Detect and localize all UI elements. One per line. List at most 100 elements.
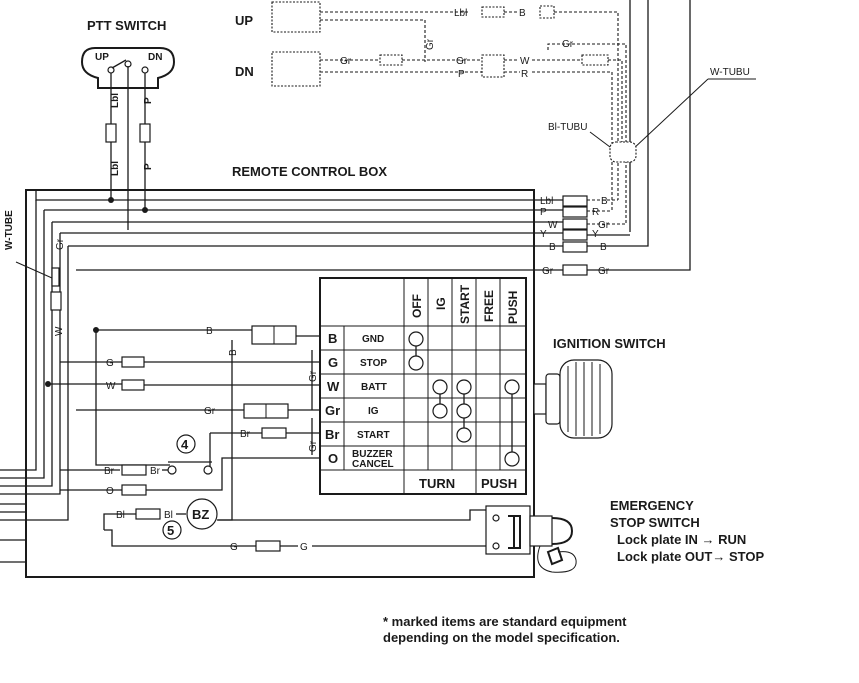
estop-clip xyxy=(546,546,564,566)
footnote-line-1: * marked items are standard equipment xyxy=(383,614,627,629)
rc-conn-4 xyxy=(562,241,588,253)
st-pos-ig: IG xyxy=(434,297,448,310)
right-connector-block: Lbl P W Y B Gr B R Gr Y B Gr xyxy=(540,195,630,277)
o-wire-b xyxy=(146,457,320,491)
rc-right-4: B xyxy=(600,242,607,253)
trim-up-gr-wire xyxy=(320,19,426,62)
trim-b-wire xyxy=(554,11,619,200)
rc-left-5: Gr xyxy=(542,266,554,277)
trim-dn-gr-label-a: Gr xyxy=(340,56,352,67)
ptt-lbl-label-lower: Lbl xyxy=(110,161,121,176)
ext-wire-5 xyxy=(0,246,69,521)
st-name-stop: STOP xyxy=(360,358,387,369)
bl-tubu-leader xyxy=(589,131,615,151)
rc-right-1: R xyxy=(592,207,599,218)
w-tubu-leader xyxy=(631,78,709,151)
st-code-g: G xyxy=(328,355,338,370)
rc-right-5: Gr xyxy=(598,266,610,277)
trim-dn-label: DN xyxy=(235,64,254,79)
bl-wire-a xyxy=(103,513,136,530)
trim-lbl-connector xyxy=(481,6,505,18)
footnote-line-2: depending on the model specification. xyxy=(383,630,620,645)
rc-conn-3 xyxy=(562,229,588,241)
ptt-lbl-connector xyxy=(105,123,117,143)
st-name-batt: BATT xyxy=(361,382,387,393)
trim-r-wire-b xyxy=(532,71,613,210)
cancel-switch-contact-b xyxy=(203,465,213,475)
rc-conn-0 xyxy=(562,195,588,207)
b-vertical-wire xyxy=(95,330,170,466)
st-dot-off-b xyxy=(408,331,424,347)
st-dot-ig-gr xyxy=(432,403,448,419)
trim-w-wire-c xyxy=(608,59,623,150)
cancel-switch-contact-a xyxy=(167,465,177,475)
st-dot-start-gr xyxy=(456,403,472,419)
ptt-dn-contact xyxy=(141,66,149,74)
st-dot-ig-w xyxy=(432,379,448,395)
switch-table-frame xyxy=(319,277,527,495)
gr-wire-label: Gr xyxy=(204,406,216,417)
bl-connector xyxy=(135,508,161,520)
g-bottom-connector xyxy=(255,540,281,552)
bl-wire-label: Bl xyxy=(116,510,125,521)
b-wire-label: B xyxy=(206,326,213,337)
buzzer xyxy=(186,498,218,530)
trim-gr-loop-label: Gr xyxy=(562,39,574,50)
st-name-gnd: GND xyxy=(362,334,384,345)
top-b-wire xyxy=(587,0,649,247)
estop-contact-b xyxy=(492,542,500,550)
ignition-base xyxy=(533,383,547,415)
ptt-lever xyxy=(111,59,127,69)
bl-wire-label-2: Bl xyxy=(164,510,173,521)
b-down-label: B xyxy=(228,349,239,356)
br-connector xyxy=(261,427,287,439)
callout-5-text: 5 xyxy=(167,523,174,538)
st-pos-free: FREE xyxy=(482,290,496,322)
emergency-stop-title-2: STOP SWITCH xyxy=(610,515,700,530)
trim-b-label: B xyxy=(519,8,526,19)
g-wire-label: G xyxy=(106,358,114,369)
ptt-dn-label: DN xyxy=(148,52,162,63)
st-code-o: O xyxy=(328,451,338,466)
lock-plate-out-text: Lock plate OUT→ STOP xyxy=(617,549,764,564)
st-code-gr: Gr xyxy=(325,403,340,418)
w-tube-w-label: W xyxy=(54,326,65,336)
st-dot-start-w xyxy=(456,379,472,395)
rc-left-1: P xyxy=(540,207,547,218)
trim-dn-gr-label-b: Gr xyxy=(456,56,468,67)
ext-wire-2 xyxy=(0,210,45,479)
trim-w-connector xyxy=(581,54,609,66)
trim-r-label: R xyxy=(521,69,528,80)
st-name-buzzer: BUZZER xyxy=(352,449,393,460)
g-bottom-wire-a xyxy=(104,529,256,547)
trim-lbl-label: Lbl xyxy=(454,8,467,19)
st-name-cancel: CANCEL xyxy=(352,459,394,470)
estop-shaft xyxy=(529,515,553,547)
rc-right-2: Gr xyxy=(598,220,610,231)
br-wire-label: Br xyxy=(240,429,251,440)
trim-b-connector xyxy=(539,5,555,19)
st-dot-push-w xyxy=(504,379,520,395)
st-code-br: Br xyxy=(325,427,339,442)
w-tube-label: W-TUBE xyxy=(4,210,15,250)
st-code-w: W xyxy=(327,379,340,394)
gr-down-label: Gr xyxy=(308,440,319,452)
estop-contact-a xyxy=(492,514,500,522)
st-pos-push: PUSH xyxy=(506,291,520,324)
st-footer-turn: TURN xyxy=(419,476,455,491)
rc-left-0: Lbl xyxy=(540,196,553,207)
st-pos-start: START xyxy=(458,284,472,324)
st-dot-start-br xyxy=(456,427,472,443)
trim-p-label: P xyxy=(458,69,465,80)
rc-right-0: B xyxy=(601,196,608,207)
emergency-stop-title-1: EMERGENCY xyxy=(610,498,694,513)
remote-control-box-title: REMOTE CONTROL BOX xyxy=(232,164,387,179)
trim-gr-loop-wire xyxy=(547,43,627,225)
st-name-start: START xyxy=(357,430,390,441)
trim-dn-relay xyxy=(271,51,321,87)
lock-plate-in-text: Lock plate IN → RUN xyxy=(617,532,746,547)
ignition-knob xyxy=(559,359,613,439)
g-connector xyxy=(121,356,145,368)
tube-bundle xyxy=(609,141,637,163)
o-wire-label: O xyxy=(106,486,114,497)
